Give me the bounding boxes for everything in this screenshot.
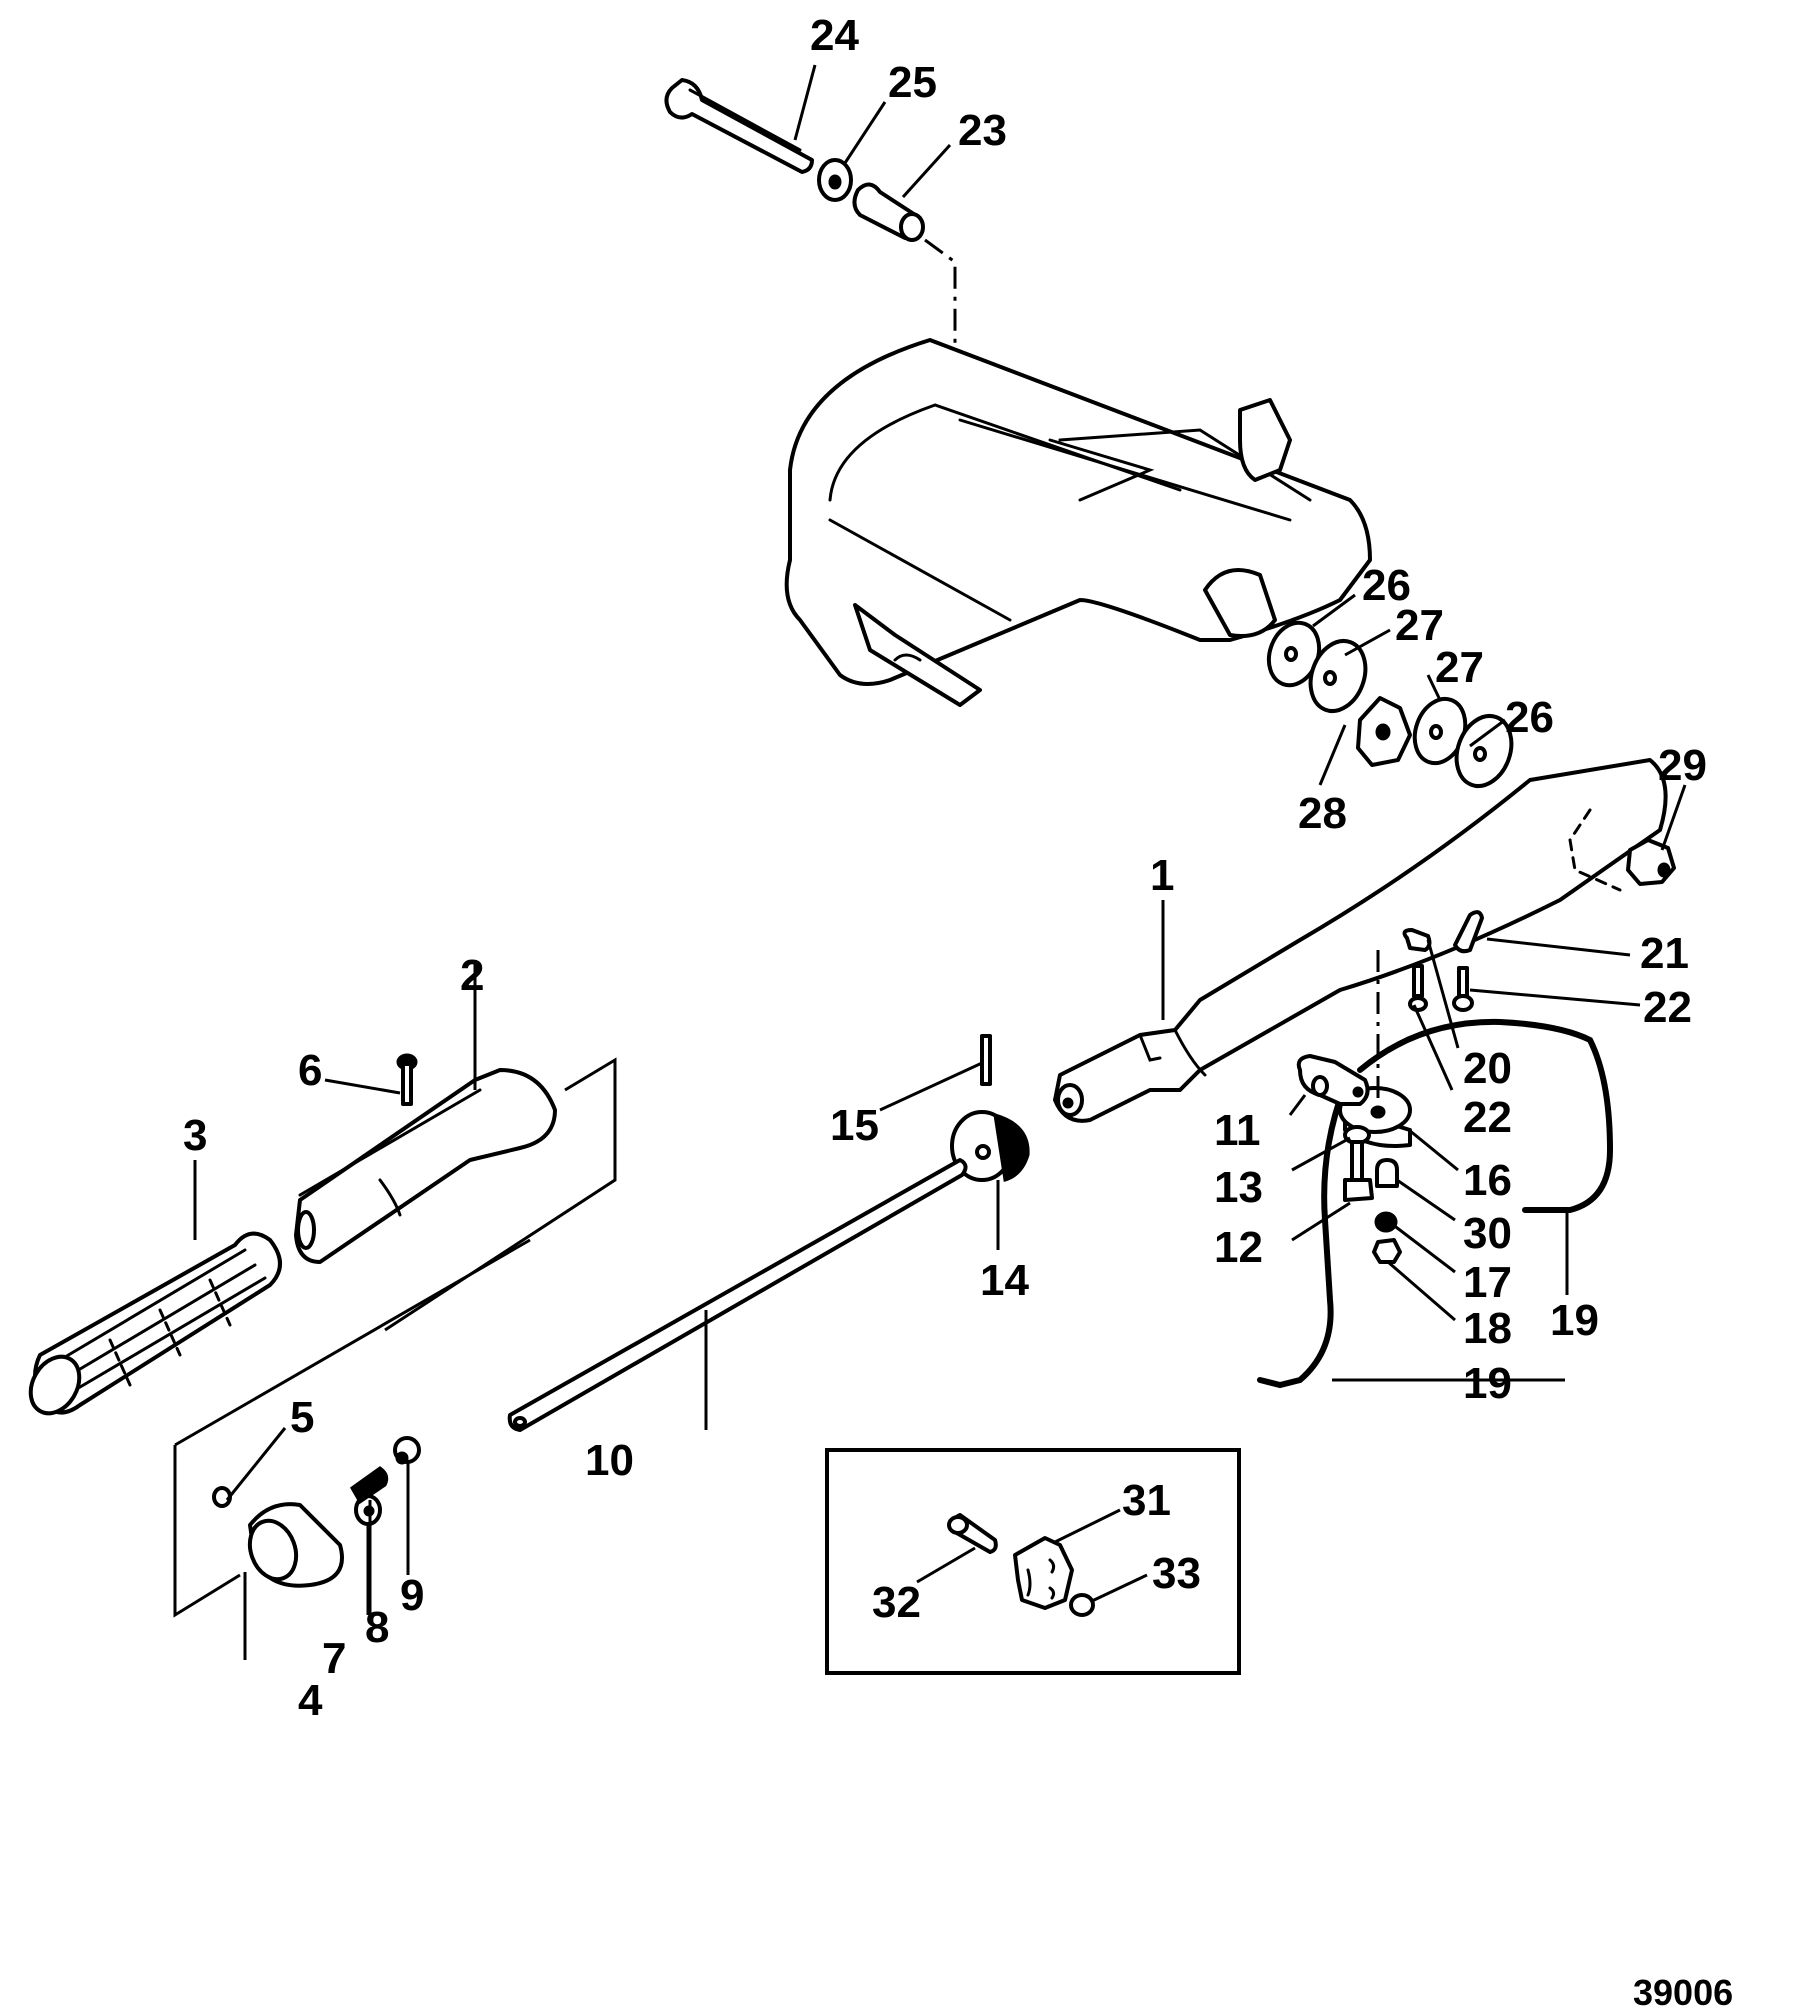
callout-8: 8 <box>365 1603 389 1652</box>
lead-wire-19-upper <box>1357 1018 1614 1213</box>
callout-17: 17 <box>1463 1258 1512 1307</box>
lockwasher-17 <box>1374 1211 1398 1233</box>
nut-33 <box>1069 1593 1095 1617</box>
bolt-12 <box>1343 1140 1374 1202</box>
nut-18 <box>1372 1238 1402 1264</box>
callout-22-left: 22 <box>1463 1093 1512 1142</box>
bracket-11 <box>1296 1054 1370 1106</box>
clip-21 <box>1453 910 1484 954</box>
washer-25 <box>817 158 853 202</box>
callout-25: 25 <box>888 58 937 107</box>
callout-31: 31 <box>1122 1476 1171 1525</box>
tiller-bracket <box>784 338 1372 707</box>
callout-22-right: 22 <box>1643 983 1692 1032</box>
callout-21: 21 <box>1640 929 1689 978</box>
group-bracket-right <box>384 1057 617 1332</box>
callout-11: 11 <box>1214 1106 1261 1155</box>
bracket-31 <box>1013 1536 1074 1610</box>
group-bracket-diag <box>174 1238 531 1447</box>
callout-20: 20 <box>1463 1044 1512 1093</box>
wave-washer-27a <box>1308 639 1368 713</box>
throttle-shaft-10 <box>507 1158 968 1432</box>
callout-33: 33 <box>1152 1549 1201 1598</box>
callout-1: 1 <box>1150 851 1174 900</box>
clip-20 <box>1402 928 1432 952</box>
locknut-29 <box>1626 838 1676 886</box>
handle-tube-2 <box>294 1068 557 1264</box>
callout-32: 32 <box>872 1578 921 1627</box>
callout-3: 3 <box>183 1111 207 1160</box>
callout-24: 24 <box>810 11 859 60</box>
screw-32 <box>947 1513 998 1554</box>
callout-18: 18 <box>1463 1304 1512 1353</box>
callout-30: 30 <box>1463 1209 1512 1258</box>
callout-19-lower: 19 <box>1463 1359 1512 1408</box>
screw-22-right <box>1452 966 1474 1012</box>
callout-14: 14 <box>980 1256 1029 1305</box>
callout-27-bottom: 27 <box>1435 643 1484 692</box>
nut-9 <box>393 1436 421 1465</box>
callout-26-top: 26 <box>1362 561 1411 610</box>
pin-15 <box>980 1034 992 1086</box>
callout-5: 5 <box>290 1393 314 1442</box>
callout-4: 4 <box>298 1676 323 1725</box>
callout-7: 7 <box>322 1634 346 1683</box>
friction-plate-28 <box>1356 696 1412 767</box>
spring-8 <box>350 1466 389 1505</box>
axis-line <box>924 238 957 380</box>
washer-26b <box>1454 714 1514 788</box>
callout-labels: 1 2 3 4 5 6 7 8 9 10 11 12 13 14 15 16 1… <box>183 11 1707 1725</box>
figure-number: 39006 <box>1633 1972 1733 2011</box>
callout-2: 2 <box>460 951 484 1000</box>
callout-6: 6 <box>298 1046 322 1095</box>
callout-13: 13 <box>1214 1163 1263 1212</box>
gear-14 <box>950 1110 1030 1182</box>
screw-22-left <box>1408 964 1428 1012</box>
callout-27-top: 27 <box>1395 601 1444 650</box>
callout-16: 16 <box>1463 1156 1512 1205</box>
leader-lines <box>193 64 1687 1660</box>
group-bracket-left <box>173 1445 241 1618</box>
callout-26-bottom: 26 <box>1505 693 1554 742</box>
callout-28: 28 <box>1298 789 1347 838</box>
callout-10: 10 <box>585 1436 634 1485</box>
callout-23: 23 <box>958 106 1007 155</box>
callout-12: 12 <box>1214 1223 1263 1272</box>
pin-6 <box>396 1053 418 1106</box>
twist-grip-3 <box>28 1231 282 1416</box>
end-cap-4 <box>247 1502 344 1588</box>
pivot-bolt-24 <box>664 78 814 174</box>
lead-wire-19-lower <box>1257 1082 1348 1389</box>
callout-15: 15 <box>830 1101 879 1150</box>
callout-29: 29 <box>1658 741 1707 790</box>
callout-19-upper: 19 <box>1550 1296 1599 1345</box>
callout-9: 9 <box>400 1571 424 1620</box>
washer-26a <box>1266 620 1322 688</box>
button-30 <box>1375 1158 1399 1188</box>
tiller-arm-1 <box>1053 758 1668 1123</box>
inset-box <box>825 1448 1241 1675</box>
grip-ridges <box>58 1248 267 1392</box>
bushing-23 <box>852 182 925 242</box>
